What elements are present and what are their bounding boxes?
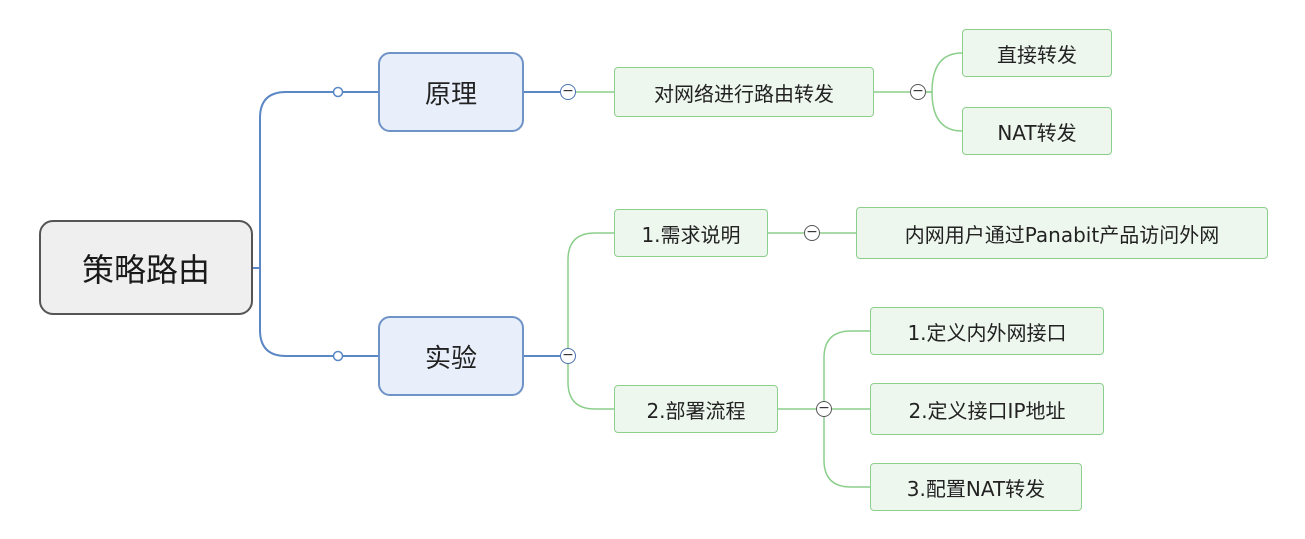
topic-experiment[interactable]: 实验 <box>378 316 524 396</box>
topic-deploy-flow[interactable]: 2.部署流程 <box>614 385 778 433</box>
topic-step-3[interactable]: 3.配置NAT转发 <box>870 463 1082 511</box>
topic-principle[interactable]: 原理 <box>378 52 524 132</box>
topic-nat-forward[interactable]: NAT转发 <box>962 107 1112 155</box>
topic-principle-detail[interactable]: 对网络进行路由转发 <box>614 67 874 117</box>
topic-requirement-detail[interactable]: 内网用户通过Panabit产品访问外网 <box>856 207 1268 259</box>
topic-requirement[interactable]: 1.需求说明 <box>614 209 768 257</box>
topic-step-2[interactable]: 2.定义接口IP地址 <box>870 383 1104 435</box>
connector-dot <box>332 350 344 362</box>
collapse-icon[interactable]: − <box>560 84 576 100</box>
connector-dot <box>332 86 344 98</box>
topic-step-1[interactable]: 1.定义内外网接口 <box>870 307 1104 355</box>
collapse-icon[interactable]: − <box>910 84 926 100</box>
collapse-icon[interactable]: − <box>560 348 576 364</box>
collapse-icon[interactable]: − <box>804 225 820 241</box>
topic-direct-forward[interactable]: 直接转发 <box>962 29 1112 77</box>
root-topic[interactable]: 策略路由 <box>39 220 253 315</box>
collapse-icon[interactable]: − <box>816 401 832 417</box>
